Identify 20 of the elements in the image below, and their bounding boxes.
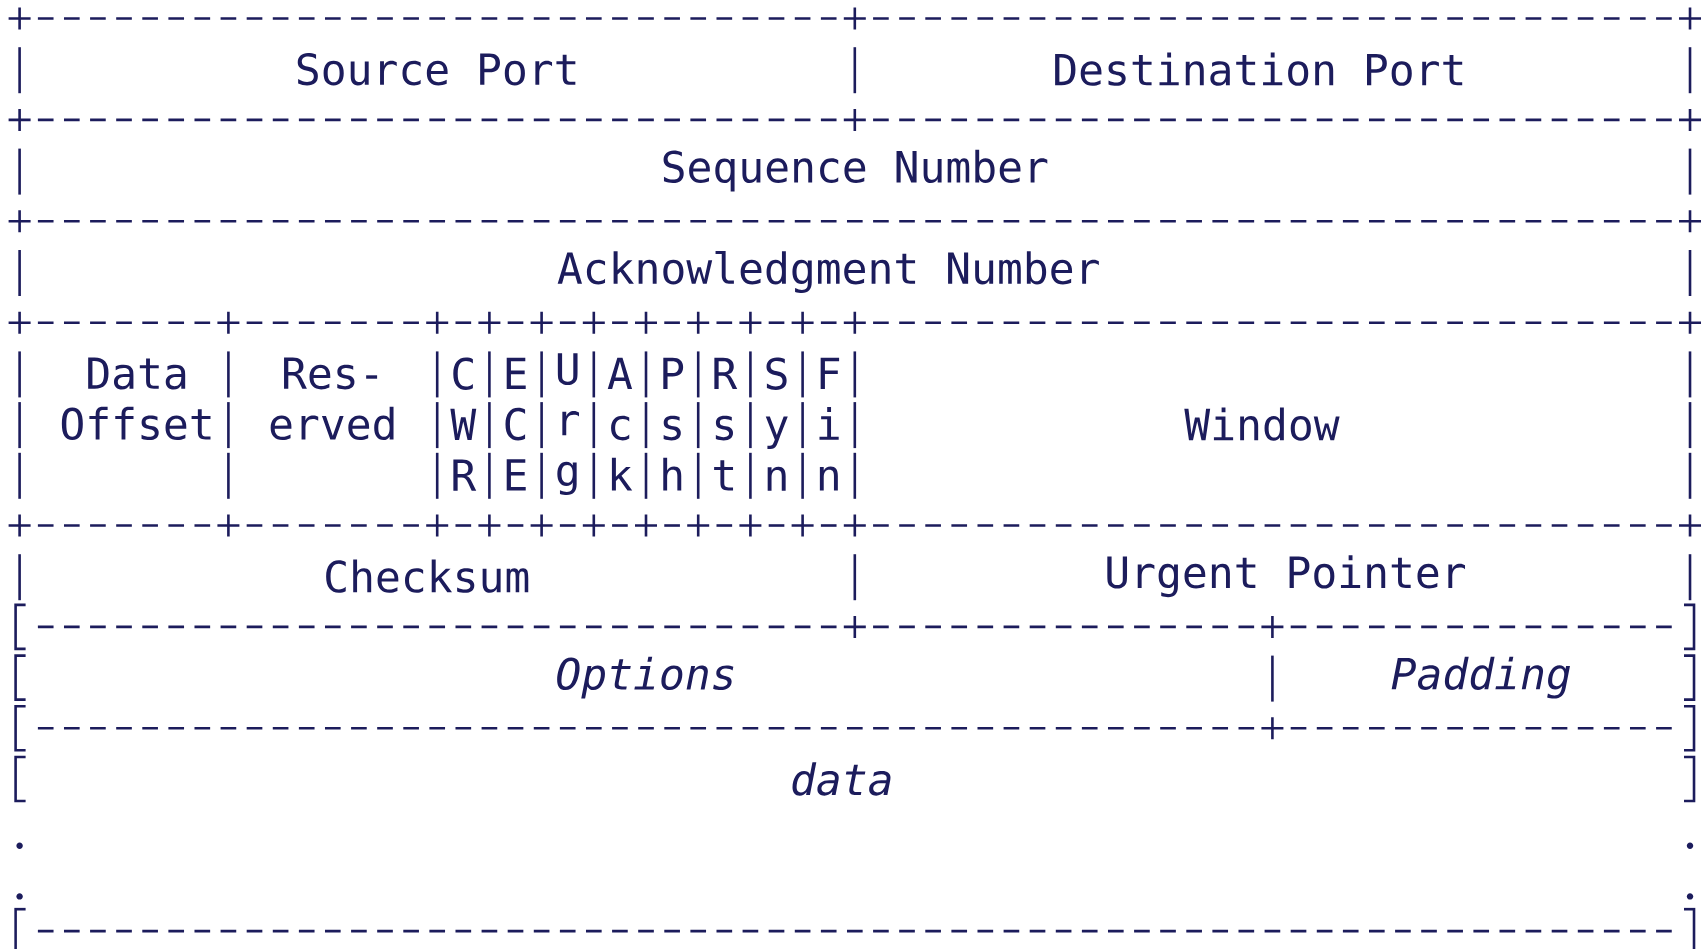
field-label: R s t bbox=[714, 357, 738, 491]
field-label: Options bbox=[557, 656, 734, 699]
field-label: Res- erved bbox=[270, 357, 394, 441]
field-label: Source Port bbox=[297, 52, 576, 86]
field-label: S y n bbox=[765, 357, 788, 491]
field-label: F i n bbox=[819, 357, 840, 491]
field-label: Acknowledgment Number bbox=[557, 250, 1099, 294]
field-label: data bbox=[792, 762, 891, 796]
field-label: A c k bbox=[607, 357, 633, 491]
field-label: Checksum bbox=[326, 559, 529, 593]
field-label: Urgent Pointer bbox=[1107, 555, 1465, 598]
field-label: Window bbox=[1184, 407, 1340, 441]
field-label: Sequence Number bbox=[663, 149, 1048, 192]
field-label: C W R bbox=[450, 357, 477, 491]
field-label: Destination Port bbox=[1055, 52, 1463, 86]
field-label: Padding bbox=[1391, 656, 1570, 699]
field-label: P s h bbox=[663, 357, 684, 491]
field-label: U r g bbox=[557, 353, 579, 496]
field-label: E C E bbox=[505, 357, 526, 491]
field-label: Data Offset bbox=[61, 357, 211, 441]
